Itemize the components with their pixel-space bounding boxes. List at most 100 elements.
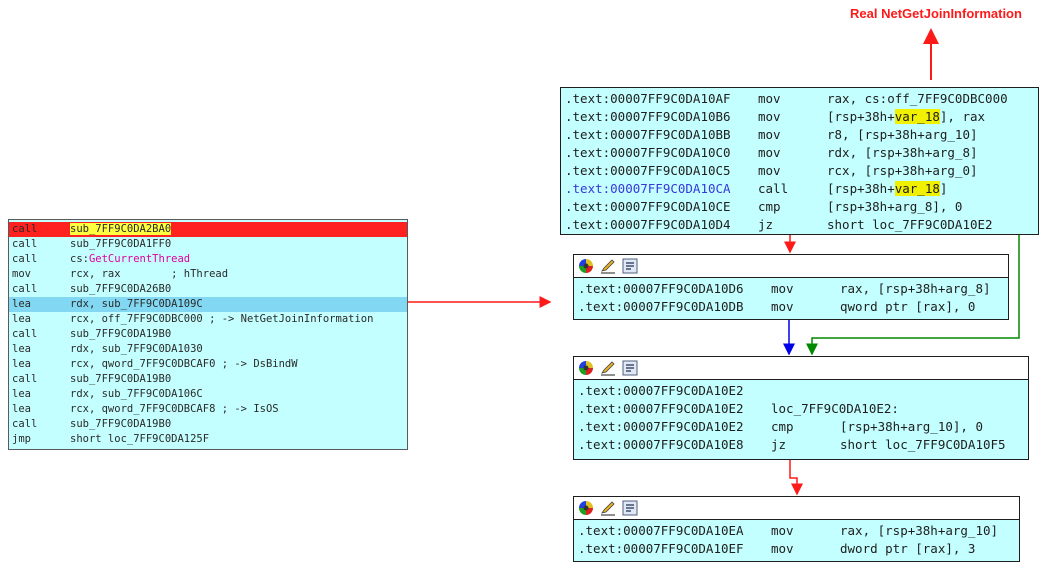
instruction-mnemonic: mov bbox=[771, 523, 794, 538]
instruction-operand: qword ptr [rax], 0 bbox=[840, 299, 976, 314]
listing-operand: sub_7FF9C0DA19B0 bbox=[70, 418, 172, 430]
node-toolbar bbox=[574, 497, 1019, 520]
listing-operand: sub_7FF9C0DA2BA0 bbox=[70, 223, 172, 235]
instruction-address: .text:00007FF9C0DA10E2 bbox=[578, 401, 744, 416]
listing-mnemonic: lea bbox=[12, 343, 31, 355]
graph-node-4[interactable]: .text:00007FF9C0DA10EA mov rax, [rsp+38h+a… bbox=[573, 496, 1020, 562]
instruction-mnemonic: mov bbox=[758, 91, 781, 106]
listing-row[interactable]: lea rcx, qword_7FF9C0DBCAF0 ; -> DsBindW bbox=[9, 357, 407, 372]
graph-node-2[interactable]: .text:00007FF9C0DA10D6 mov rax, [rsp+38h+a… bbox=[573, 254, 1009, 320]
listing-operand: rdx, sub_7FF9C0DA1030 bbox=[70, 343, 203, 355]
palette-icon[interactable] bbox=[578, 500, 594, 516]
instruction-address: .text:00007FF9C0DA10AF bbox=[565, 91, 731, 106]
instruction-address: .text:00007FF9C0DA10E2 bbox=[578, 419, 744, 434]
listing-mnemonic: call bbox=[12, 223, 38, 235]
real-netgetjoininformation-caption: Real NetGetJoinInformation bbox=[850, 6, 1022, 21]
listing-row[interactable]: lea rdx, sub_7FF9C0DA1030 bbox=[9, 342, 407, 357]
listing-operand: rcx, rax ; hThread bbox=[70, 268, 229, 280]
instruction-operand: [rsp+38h+arg_10], 0 bbox=[840, 419, 983, 434]
instruction-address: .text:00007FF9C0DA10EA bbox=[578, 523, 744, 538]
instruction-address: .text:00007FF9C0DA10DB bbox=[578, 299, 744, 314]
instruction-operand: rcx, [rsp+38h+arg_0] bbox=[827, 163, 978, 178]
listing-row[interactable]: call sub_7FF9C0DA19B0 bbox=[9, 327, 407, 342]
instruction-operand: [rsp+38h+var_18] bbox=[827, 181, 948, 196]
graph-node-3[interactable]: .text:00007FF9C0DA10E2 .text:00007FF9C0DA… bbox=[573, 356, 1029, 460]
listing-mnemonic: call bbox=[12, 283, 38, 295]
listing-mnemonic: call bbox=[12, 418, 38, 430]
node-toolbar bbox=[574, 255, 1008, 278]
instruction-mnemonic: jz bbox=[771, 437, 787, 452]
listing-mnemonic: lea bbox=[12, 388, 31, 400]
listing-operand: sub_7FF9C0DA19B0 bbox=[70, 328, 172, 340]
rename-icon[interactable] bbox=[600, 258, 616, 274]
edge-node3-node4 bbox=[789, 460, 803, 496]
listing-mnemonic: call bbox=[12, 253, 38, 265]
instruction-address: .text:00007FF9C0DA10D6 bbox=[578, 281, 744, 296]
instruction-mnemonic: mov bbox=[758, 163, 781, 178]
listing-operand: short loc_7FF9C0DA125F bbox=[70, 433, 210, 445]
listing-row[interactable]: mov rcx, rax ; hThread bbox=[9, 267, 407, 282]
listing-mnemonic: call bbox=[12, 373, 38, 385]
instruction-mnemonic: call bbox=[758, 181, 789, 196]
listing-mnemonic: call bbox=[12, 328, 38, 340]
graph-icon[interactable] bbox=[622, 500, 638, 516]
instruction-mnemonic: jz bbox=[758, 217, 774, 232]
edge-top-node3 bbox=[806, 234, 1020, 356]
listing-mnemonic: lea bbox=[12, 358, 31, 370]
listing-row[interactable]: lea rdx, sub_7FF9C0DA106C bbox=[9, 387, 407, 402]
instruction-operand: rax, cs:off_7FF9C0DBC000 bbox=[827, 91, 1008, 106]
instruction-mnemonic: mov bbox=[758, 127, 781, 142]
listing-operand: rdx, sub_7FF9C0DA109C bbox=[70, 298, 203, 310]
listing-operand: rcx, off_7FF9C0DBC000 ; -> NetGetJoinInf… bbox=[70, 313, 374, 325]
listing-operand: rcx, qword_7FF9C0DBCAF8 ; -> IsOS bbox=[70, 403, 279, 415]
instruction-operand: rax, [rsp+38h+arg_10] bbox=[840, 523, 999, 538]
graph-node-top[interactable]: .text:00007FF9C0DA10AF mov rax, cs:off_7FF… bbox=[560, 87, 1039, 235]
listing-row[interactable]: call sub_7FF9C0DA19B0 bbox=[9, 417, 407, 432]
instruction-operand: short loc_7FF9C0DA10E2 bbox=[827, 217, 993, 232]
rename-icon[interactable] bbox=[600, 360, 616, 376]
instruction-operand: rax, [rsp+38h+arg_8] bbox=[840, 281, 991, 296]
rename-icon[interactable] bbox=[600, 500, 616, 516]
instruction-operand: [rsp+38h+arg_8], 0 bbox=[827, 199, 963, 214]
listing-operand: sub_7FF9C0DA26B0 bbox=[70, 283, 172, 295]
instruction-operand: [rsp+38h+var_18], rax bbox=[827, 109, 986, 124]
listing-mnemonic: call bbox=[12, 238, 38, 250]
listing-row[interactable]: call cs:GetCurrentThread bbox=[9, 252, 407, 267]
instruction-mnemonic: mov bbox=[771, 541, 794, 556]
instruction-address: .text:00007FF9C0DA10E2 bbox=[578, 383, 744, 398]
listing-row[interactable]: call sub_7FF9C0DA26B0 bbox=[9, 282, 407, 297]
listing-operand: rcx, qword_7FF9C0DBCAF0 ; -> DsBindW bbox=[70, 358, 298, 370]
listing-mnemonic: jmp bbox=[12, 433, 31, 445]
listing-operand: cs:GetCurrentThread bbox=[70, 253, 191, 265]
listing-row[interactable]: call sub_7FF9C0DA2BA0 bbox=[9, 222, 407, 237]
instruction-address: .text:00007FF9C0DA10BB bbox=[565, 127, 731, 142]
instruction-operand: short loc_7FF9C0DA10F5 bbox=[840, 437, 1006, 452]
palette-icon[interactable] bbox=[578, 258, 594, 274]
instruction-operand: r8, [rsp+38h+arg_10] bbox=[827, 127, 978, 142]
graph-icon[interactable] bbox=[622, 258, 638, 274]
instruction-address: .text:00007FF9C0DA10C0 bbox=[565, 145, 731, 160]
instruction-address: .text:00007FF9C0DA10D4 bbox=[565, 217, 731, 232]
graph-icon[interactable] bbox=[622, 360, 638, 376]
instruction-mnemonic: loc_7FF9C0DA10E2: bbox=[771, 401, 899, 416]
listing-mnemonic: mov bbox=[12, 268, 31, 280]
node-toolbar bbox=[574, 357, 1028, 380]
listing-row[interactable]: jmp short loc_7FF9C0DA125F bbox=[9, 432, 407, 447]
instruction-address: .text:00007FF9C0DA10CA bbox=[565, 181, 731, 196]
instruction-address: .text:00007FF9C0DA10B6 bbox=[565, 109, 731, 124]
instruction-mnemonic: mov bbox=[771, 281, 794, 296]
instruction-mnemonic: mov bbox=[758, 145, 781, 160]
instruction-address: .text:00007FF9C0DA10CE bbox=[565, 199, 731, 214]
palette-icon[interactable] bbox=[578, 360, 594, 376]
instruction-address: .text:00007FF9C0DA10EF bbox=[578, 541, 744, 556]
instruction-mnemonic: mov bbox=[758, 109, 781, 124]
instruction-mnemonic: mov bbox=[771, 299, 794, 314]
instruction-operand: rdx, [rsp+38h+arg_8] bbox=[827, 145, 978, 160]
listing-operand: rdx, sub_7FF9C0DA106C bbox=[70, 388, 203, 400]
